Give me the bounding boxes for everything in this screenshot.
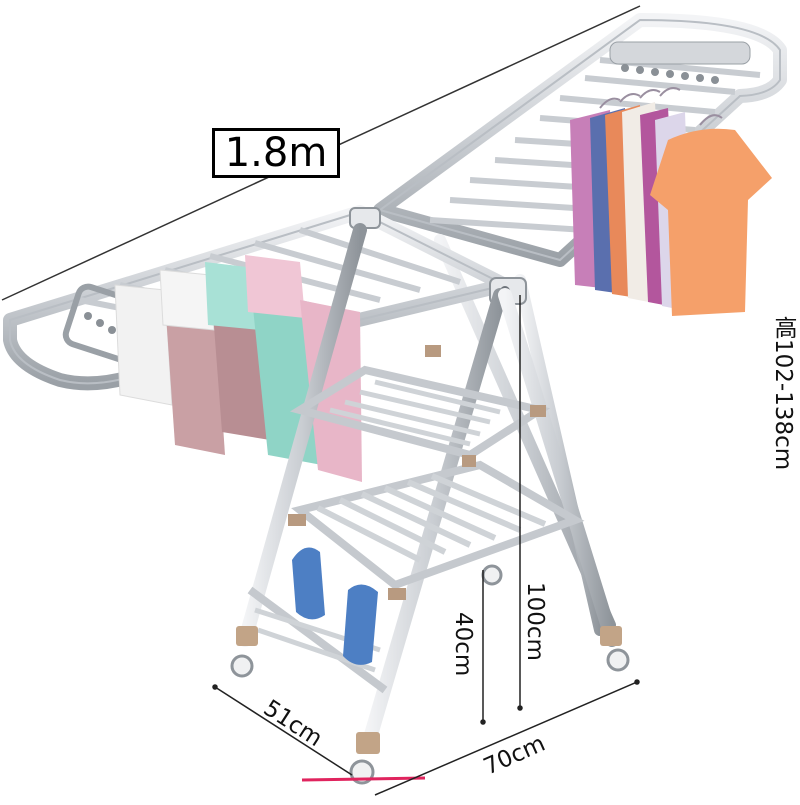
ground-marker [301,776,426,782]
dim-70cm-label: 70cm [480,731,549,781]
dimension-lines [212,295,640,796]
slipper-left [292,547,325,620]
wheel-back [481,564,503,586]
shoe-rack [247,547,388,694]
hanging-shirts [570,87,772,316]
slipper-right [343,584,378,665]
right-wing [373,13,787,267]
length-label: 1.8m [212,128,340,178]
rack-feet [230,564,630,785]
lower-shelf [288,455,585,600]
dim-51cm-label: 51cm [259,695,327,752]
wheel-left [230,654,254,678]
wheel-right [606,648,630,672]
height-label: 高102-138cm [770,316,796,471]
rack-legs-front [238,223,619,752]
dim-100cm-label: 100cm [522,582,548,661]
dim-40cm-label: 40cm [450,612,476,676]
